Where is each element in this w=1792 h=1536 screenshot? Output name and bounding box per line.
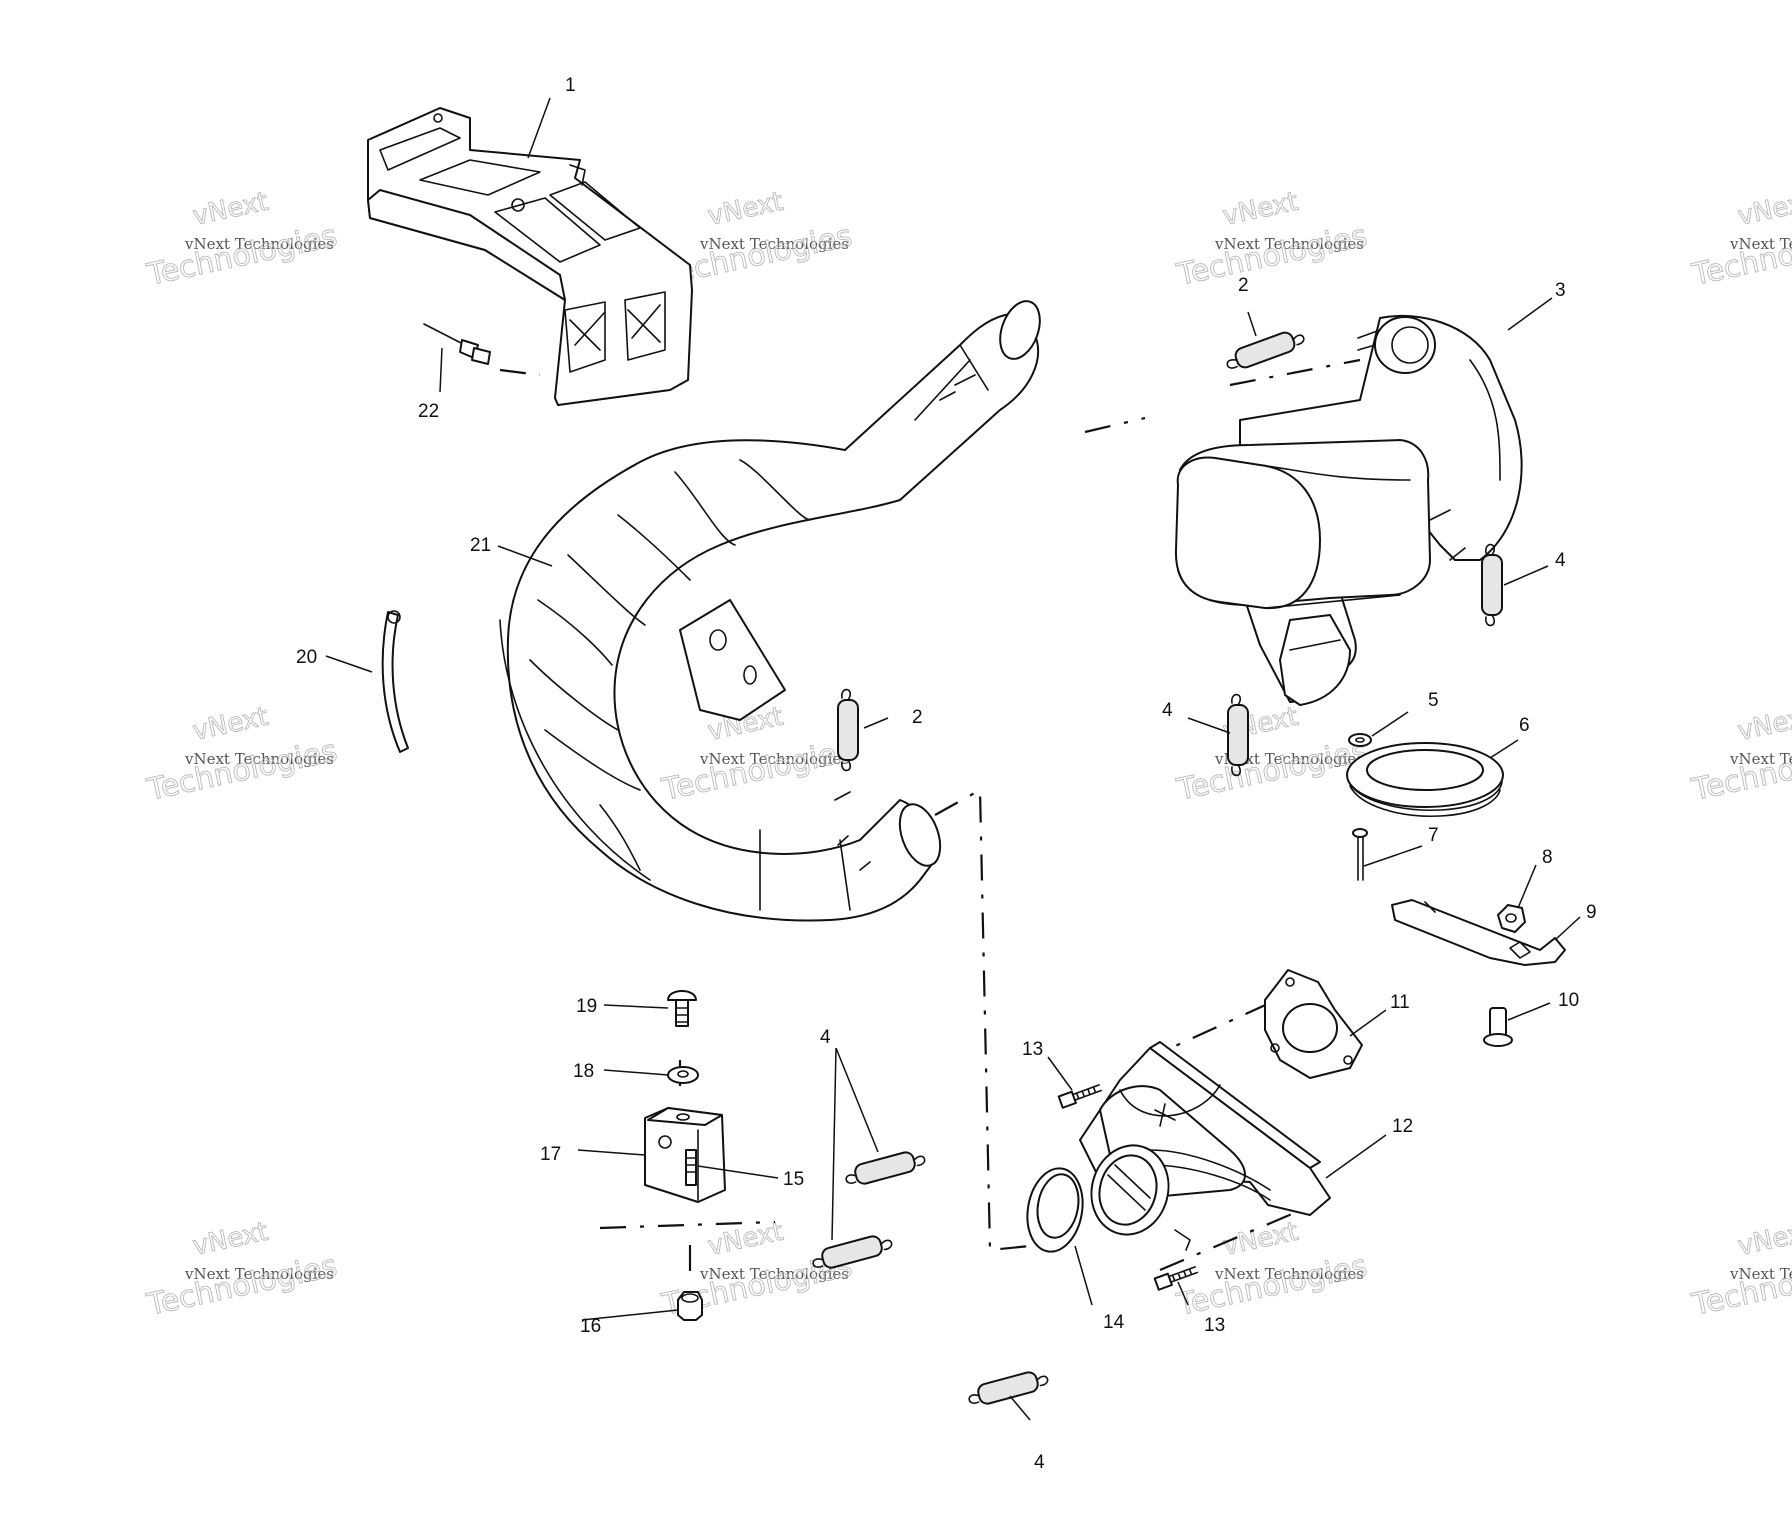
callout-9: 9 (1586, 902, 1597, 923)
watermark-vnext-te: vNext Te (1729, 750, 1792, 768)
part-21-expansion-pipe (499, 300, 1041, 922)
callout-7: 7 (1428, 825, 1439, 846)
watermark-vnext-technologies: vNext Technologies (184, 1265, 334, 1283)
watermark-vnext: vNext (190, 1217, 271, 1262)
watermark: vNext vNext Technologies Technologies (1173, 186, 1371, 294)
watermark: vNext vNext Technologies Technologies (143, 701, 341, 809)
part-9-bracket-arm (1391, 899, 1566, 966)
part-4-spring-bottom (968, 1371, 1049, 1405)
part-2-spring-top (1226, 331, 1305, 369)
watermark: vNext vNext Technologies Technologies (1173, 1216, 1371, 1324)
watermark-technologies: Technologies (1173, 219, 1370, 294)
watermark-technologies: Technologies (143, 734, 340, 809)
watermark-vnext: vNext (1220, 187, 1301, 232)
callout-5: 5 (1428, 690, 1439, 711)
callout-2-top: 2 (1238, 275, 1249, 296)
callout-13-upper: 13 (1022, 1039, 1043, 1060)
part-15-stud (685, 1149, 697, 1186)
part-8-nut (1497, 904, 1526, 933)
watermark-vnext-technologies: vNext Technologies (699, 1265, 849, 1283)
watermark-partial: vNext vNext Te Techno (1688, 186, 1792, 293)
watermark-partial: vNext vNext Te Techno (1688, 1216, 1792, 1323)
callout-13-lower: 13 (1204, 1315, 1225, 1336)
part-14-seal-ring (1026, 1167, 1084, 1253)
watermark-technologies: Technologies (143, 1249, 340, 1324)
watermark-technologies: Technologies (1173, 1249, 1370, 1324)
watermark-vnext-technologies: vNext Technologies (1214, 1265, 1364, 1283)
part-12-exhaust-manifold (1079, 1041, 1331, 1251)
watermark-vnext: vNext (705, 187, 786, 232)
part-10-bolt (1483, 1007, 1513, 1047)
part-7-rivet (1352, 828, 1368, 881)
callout-4-center: 4 (1162, 700, 1173, 721)
part-11-gasket-plate (1264, 969, 1363, 1079)
callout-20: 20 (296, 647, 317, 668)
callout-21: 21 (470, 535, 491, 556)
watermark: vNext vNext Technologies Technologies (658, 701, 856, 809)
callout-2-mid: 2 (912, 707, 923, 728)
callout-6: 6 (1519, 715, 1530, 736)
watermark-technologies: Technologies (658, 734, 855, 809)
part-4-spring-lower-a (845, 1151, 926, 1185)
watermark-vnext-technologies: vNext Technologies (699, 235, 849, 253)
callout-22: 22 (418, 401, 439, 422)
part-6-gasket (1346, 742, 1504, 818)
part-2-spring-mid (837, 688, 859, 772)
callout-8: 8 (1542, 847, 1553, 868)
callout-3: 3 (1555, 280, 1566, 301)
watermark-technologies: Technologies (1173, 734, 1370, 809)
watermark-vnext-technologies: vNext Technologies (699, 750, 849, 768)
part-5-washer (1348, 733, 1372, 747)
watermark-vnext-technologies: vNext Technologies (184, 235, 334, 253)
callout-12: 12 (1392, 1116, 1413, 1137)
part-20-strap (381, 610, 409, 753)
part-19-screw (667, 990, 697, 1027)
assembly-line-spring-2-top (1229, 358, 1361, 387)
callout-19: 19 (576, 996, 597, 1017)
callout-16: 16 (580, 1316, 601, 1337)
callout-18: 18 (573, 1061, 594, 1082)
part-18-washer (667, 1066, 699, 1084)
callout-15: 15 (783, 1169, 804, 1190)
watermark-vnext-technologies: vNext Technologies (1214, 750, 1364, 768)
callout-17: 17 (540, 1144, 561, 1165)
watermark-technologies: Technologies (143, 219, 340, 294)
watermark-vnext: vNext (1735, 187, 1792, 232)
part-4-spring-lower-b (812, 1235, 893, 1269)
assembly-line-pipe-to-manifold (934, 788, 1041, 1252)
part-4-spring-center (1227, 693, 1249, 777)
callout-numbers: 1 2 3 4 2 21 20 4 5 6 7 8 9 10 11 12 13 … (296, 75, 1597, 1473)
watermark-vnext: vNext (1735, 1217, 1792, 1262)
callout-10: 10 (1558, 990, 1579, 1011)
watermark-partial: vNext vNext Te Techno (1688, 701, 1792, 808)
part-4-spring-right (1481, 543, 1503, 627)
part-13-bolt-lower (1153, 1266, 1199, 1291)
callout-11: 11 (1390, 992, 1410, 1013)
callout-4-bottom: 4 (1034, 1452, 1045, 1473)
watermark: vNext vNext Technologies Technologies (1173, 701, 1371, 809)
watermark-vnext: vNext (190, 702, 271, 747)
watermark-vnext-technologies: vNext Technologies (1214, 235, 1364, 253)
leader-lines (325, 97, 1581, 1421)
callout-4-right: 4 (1555, 550, 1566, 571)
watermark-vnext: vNext (190, 187, 271, 232)
part-16-nut (677, 1291, 703, 1321)
callout-1: 1 (565, 75, 576, 96)
part-13-bolt-upper (1057, 1084, 1103, 1109)
watermark: vNext vNext Technologies Technologies (143, 1216, 341, 1324)
part-3-muffler (1174, 314, 1523, 706)
watermark: vNext vNext Technologies Technologies (143, 186, 341, 294)
callout-4-lower: 4 (820, 1027, 831, 1048)
assembly-line-rivet-22 (499, 368, 541, 377)
assembly-line-pipe-to-muffler (1084, 416, 1146, 434)
part-22-rivet (423, 323, 491, 365)
watermark-vnext-te: vNext Te (1729, 1265, 1792, 1283)
callout-14: 14 (1103, 1312, 1125, 1333)
part-1-exhaust-bracket (367, 107, 693, 406)
watermark-vnext-technologies: vNext Technologies (184, 750, 334, 768)
watermark-vnext-te: vNext Te (1729, 235, 1792, 253)
watermark-vnext: vNext (1735, 702, 1792, 747)
